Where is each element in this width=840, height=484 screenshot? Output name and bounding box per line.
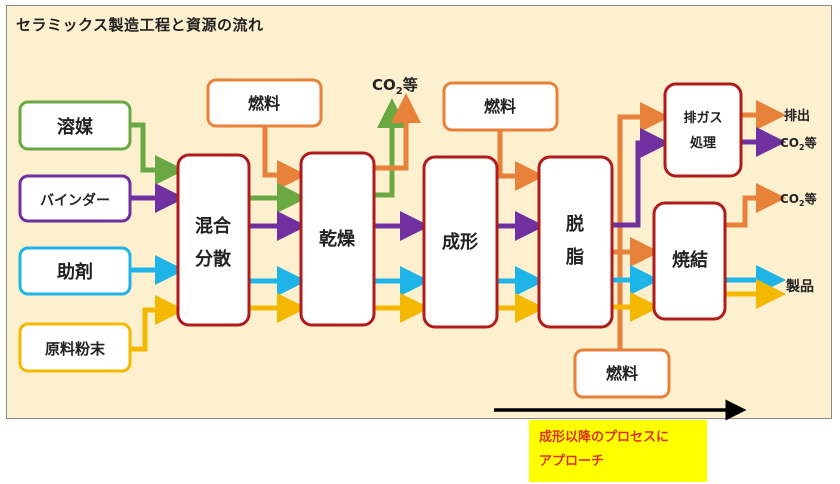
sinter-co2-label: CO2等 (780, 191, 817, 208)
process-label-line: 分散 (195, 248, 232, 270)
input-label-solvent: 溶媒 (57, 116, 94, 138)
approach-note: 成形以降のプロセスに アプローチ (529, 420, 707, 482)
arrow-sinter-co2 (725, 183, 786, 228)
approach-note-line1: 成形以降のプロセスに (539, 430, 670, 445)
arrow-dry-emission-solvent (374, 98, 407, 198)
exhaust-co2-label: CO2等 (780, 135, 817, 152)
arrow-solvent-to-mix (130, 122, 185, 185)
input-label-binder: バインダー (40, 192, 110, 209)
arrow-dry-emission-fuel (374, 93, 421, 171)
diagram-title: セラミックス製造工程と資源の流れ (16, 16, 264, 34)
fuel-label: 燃料 (248, 94, 280, 113)
process-box-exhaust: 排ガス 処理 (663, 82, 743, 178)
process-box-mix: 混合 分散 (176, 153, 251, 327)
fuel-box-dry: 燃料 (206, 78, 323, 128)
process-box-dry: 乾燥 (299, 151, 376, 327)
approach-note-line2: アプローチ (539, 454, 605, 469)
input-box-additive: 助剤 (18, 246, 132, 296)
process-label-line: 乾燥 (319, 228, 356, 250)
dry-emission-label: CO2等 (372, 76, 418, 97)
process-label-line: 成形 (442, 231, 478, 253)
arrow-fuel-to-exhaust (617, 102, 670, 350)
input-label-additive: 助剤 (57, 261, 93, 283)
exhaust-out-label: 排出 (784, 108, 810, 124)
fuel-box-debind: 燃料 (442, 81, 559, 132)
arrow-fuel-to-debind (497, 130, 545, 191)
input-box-binder: バインダー (18, 174, 132, 223)
product-label: 製品 (785, 278, 814, 295)
fuel-label: 燃料 (606, 364, 638, 383)
input-label-powder: 原料粉末 (45, 340, 106, 358)
process-label-line: 混合 (195, 215, 232, 237)
arrow-powder-to-mix (130, 295, 185, 352)
process-box-sinter: 焼結 (652, 201, 727, 321)
arrow-fuel-to-dry (262, 126, 307, 190)
process-label-line: 排ガス (683, 110, 722, 126)
process-label-line: 処理 (689, 135, 716, 151)
arrow-debind-binder-to-exhaust (612, 128, 670, 228)
process-label-line: 焼結 (672, 249, 708, 271)
fuel-box-bottom: 燃料 (573, 348, 671, 399)
process-label-line: 脱 (566, 213, 584, 235)
process-box-debind: 脱 脂 (537, 155, 614, 329)
input-box-powder: 原料粉末 (18, 322, 132, 373)
input-box-solvent: 溶媒 (18, 100, 132, 151)
process-box-form: 成形 (422, 155, 499, 329)
process-label-line: 脂 (566, 247, 584, 268)
fuel-label: 燃料 (484, 97, 516, 116)
